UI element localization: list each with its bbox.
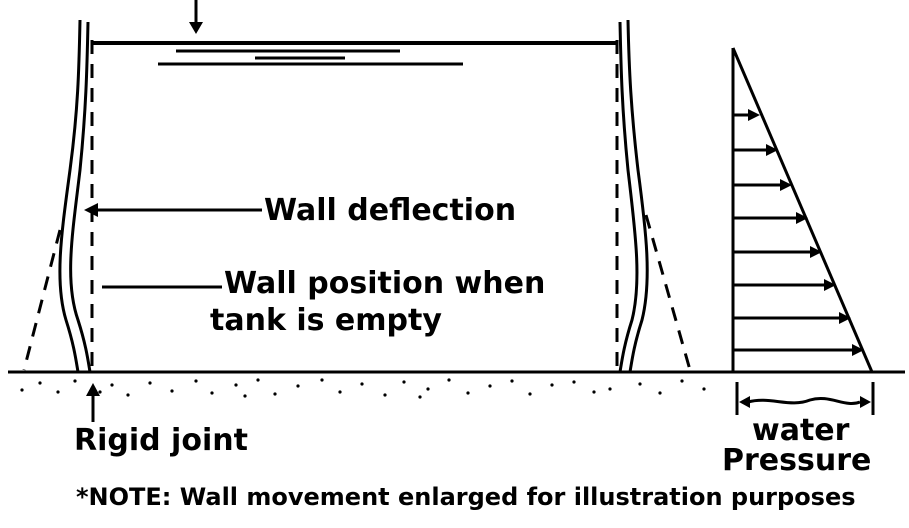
water-pressure-label-line1: water (752, 413, 850, 448)
water-surface-marks (158, 49, 463, 66)
ground-stipple (20, 378, 706, 399)
left-wall-deflected-outer (58, 19, 82, 373)
left-wall-deflected-inner (69, 21, 92, 373)
water-pressure-label-line2: Pressure (722, 443, 871, 478)
top-load-arrow (189, 0, 203, 34)
rigid-joint-arrow (86, 383, 100, 422)
note-text: *NOTE: Wall movement enlarged for illust… (76, 483, 856, 511)
right-wall-deflected-inner (618, 21, 639, 373)
water-pressure-arrows (733, 109, 864, 356)
wall-deflection-label: Wall deflection (264, 193, 516, 228)
wall-deflection-pointer (84, 203, 262, 217)
wall-position-label-line2: tank is empty (210, 303, 442, 338)
right-dashed-triangle-edge (644, 214, 692, 371)
left-dashed-triangle-edge (22, 229, 62, 371)
right-wall-deflected-outer (626, 19, 649, 373)
rigid-joint-label: Rigid joint (74, 423, 248, 458)
water-pressure-dimension (735, 382, 875, 415)
water-pressure-diagram (731, 47, 874, 373)
wall-position-label-line1: Wall position when (224, 266, 545, 301)
